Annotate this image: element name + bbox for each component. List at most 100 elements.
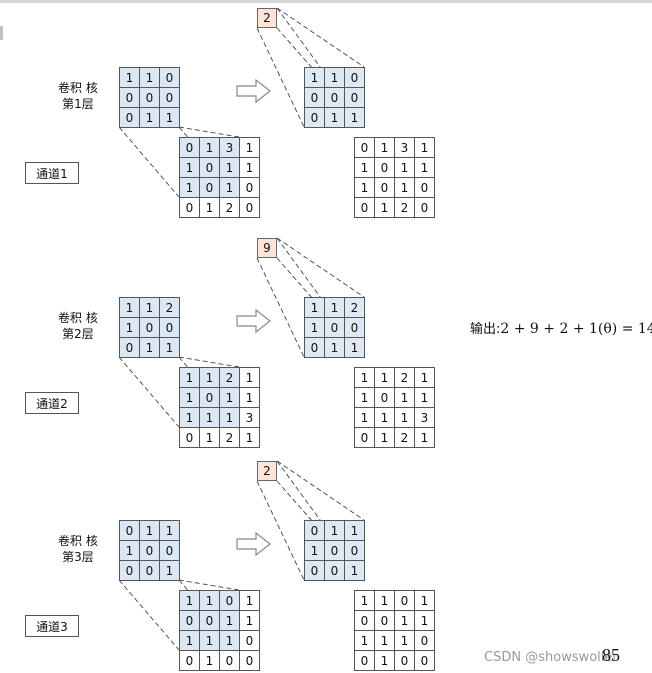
channel-1-kernel-grid-cell-r2c0: 0 bbox=[120, 108, 140, 128]
channel-3-input-grid-cell-r2c2: 1 bbox=[220, 631, 240, 651]
channel-1-kernel-grid-cell-r0c2: 0 bbox=[160, 68, 180, 88]
channel-3-kernel-grid-cell-r1c0: 1 bbox=[120, 541, 140, 561]
channel-2-kernel-grid-cell-r2c0: 0 bbox=[120, 338, 140, 358]
channel-2-input-grid-cell-r2c3: 3 bbox=[240, 408, 260, 428]
channel-1-kernel-grid-right-cell-r2c1: 1 bbox=[325, 108, 345, 128]
channel-1-kernel-proj-left bbox=[118, 126, 180, 198]
channel-3-kernel-proj-top bbox=[178, 579, 240, 591]
channel-3-input-grid-right-cell-r3c1: 1 bbox=[375, 651, 395, 671]
channel-1-input-grid-cell-r3c0: 0 bbox=[180, 198, 200, 218]
channel-1-output-value: 2 bbox=[257, 8, 277, 28]
channel-3-input-grid-cell-r3c0: 0 bbox=[180, 651, 200, 671]
channel-1-input-grid-right-cell-r1c3: 1 bbox=[415, 158, 435, 178]
output-formula-label: 输出: bbox=[470, 322, 501, 337]
channel-2-input-grid-cell-r1c0: 1 bbox=[180, 388, 200, 408]
channel-2-input-grid-cell-r0c1: 1 bbox=[200, 368, 220, 388]
channel-2-input-grid-cell-r3c3: 1 bbox=[240, 428, 260, 448]
channel-2-kernel-grid-right-cell-r0c0: 1 bbox=[305, 298, 325, 318]
channel-2-kernel-grid-cell-r1c0: 1 bbox=[120, 318, 140, 338]
channel-1-input-grid-right-cell-r2c0: 1 bbox=[355, 178, 375, 198]
channel-2-input-grid-right-cell-r2c1: 1 bbox=[375, 408, 395, 428]
channel-3-kernel-grid-cell-r2c1: 0 bbox=[140, 561, 160, 581]
channel-2-input-grid-right-cell-r0c2: 2 bbox=[395, 368, 415, 388]
channel-3-input-grid-right-cell-r2c1: 1 bbox=[375, 631, 395, 651]
channel-1-kernel-grid-cell-r1c1: 0 bbox=[140, 88, 160, 108]
channel-1-input-grid-cell-r3c1: 1 bbox=[200, 198, 220, 218]
channel-3-input-grid-right-cell-r1c3: 1 bbox=[415, 611, 435, 631]
channel-1-input-grid-right-cell-r0c3: 1 bbox=[415, 138, 435, 158]
channel-2-input-grid-cell-r3c0: 0 bbox=[180, 428, 200, 448]
channel-2-kernel-grid-cell-r1c1: 0 bbox=[140, 318, 160, 338]
channel-3-kernel-grid-cell-r0c0: 0 bbox=[120, 521, 140, 541]
channel-2-input-grid-right-cell-r0c1: 1 bbox=[375, 368, 395, 388]
channel-1-kernel-grid-right-cell-r0c2: 0 bbox=[345, 68, 365, 88]
channel-2-input-grid-right-cell-r2c3: 3 bbox=[415, 408, 435, 428]
channel-2-input-grid-right-cell-r0c3: 1 bbox=[415, 368, 435, 388]
channel-1-kernel-grid-cell-r2c2: 1 bbox=[160, 108, 180, 128]
channel-3-kernel-grid-cell-r1c1: 0 bbox=[140, 541, 160, 561]
channel-2-input-grid-right-cell-r2c2: 1 bbox=[395, 408, 415, 428]
channel-2-input-grid-cell-r0c2: 2 bbox=[220, 368, 240, 388]
channel-3-kernel-grid-right-cell-r1c2: 0 bbox=[345, 541, 365, 561]
channel-2-kernel-grid-right-cell-r1c0: 1 bbox=[305, 318, 325, 338]
channel-2-input-grid-cell-r1c3: 1 bbox=[240, 388, 260, 408]
channel-3-input-grid-right-cell-r3c0: 0 bbox=[355, 651, 375, 671]
channel-3-input-grid-right-cell-r0c1: 1 bbox=[375, 591, 395, 611]
channel-3-input-grid-right-cell-r3c3: 0 bbox=[415, 651, 435, 671]
channel-2-kernel-grid-cell-r0c1: 1 bbox=[140, 298, 160, 318]
channel-1-input-grid-right-cell-r2c2: 1 bbox=[395, 178, 415, 198]
channel-1-kernel-grid-cell-r0c0: 1 bbox=[120, 68, 140, 88]
channel-2-input-grid-cell-r3c2: 2 bbox=[220, 428, 240, 448]
channel-1-input-grid-cell-r3c2: 2 bbox=[220, 198, 240, 218]
channel-3-input-grid-cell-r2c1: 1 bbox=[200, 631, 220, 651]
channel-2-input-grid-cell-r0c3: 1 bbox=[240, 368, 260, 388]
channel-3-input-grid-cell-r2c3: 0 bbox=[240, 631, 260, 651]
channel-2-input-grid-right-cell-r3c2: 2 bbox=[395, 428, 415, 448]
channel-1-input-grid-right-cell-r0c0: 0 bbox=[355, 138, 375, 158]
channel-3-kernel-grid-right-cell-r2c2: 1 bbox=[345, 561, 365, 581]
channel-3-arrow-icon bbox=[236, 531, 271, 557]
channel-3-kernel-grid-cell-r1c2: 0 bbox=[160, 541, 180, 561]
channel-3-kernel-label-line-1: 卷积 核 bbox=[58, 534, 98, 548]
channel-1-input-grid-cell-r0c1: 1 bbox=[200, 138, 220, 158]
channel-2-input-grid-right-cell-r3c3: 1 bbox=[415, 428, 435, 448]
channel-2-kernel-grid-right-cell-r2c0: 0 bbox=[305, 338, 325, 358]
channel-1-input-grid-right-cell-r1c0: 1 bbox=[355, 158, 375, 178]
channel-3-output-proj-top bbox=[276, 460, 365, 521]
channel-3-input-grid-cell-r1c2: 1 bbox=[220, 611, 240, 631]
channel-1-input-grid-cell-r2c0: 1 bbox=[180, 178, 200, 198]
channel-2-kernel-grid-right-cell-r1c1: 0 bbox=[325, 318, 345, 338]
page-number: 85 bbox=[602, 645, 620, 665]
channel-1-kernel-label: 卷积 核第1层 bbox=[58, 80, 98, 112]
channel-3-input-grid-cell-r3c2: 0 bbox=[220, 651, 240, 671]
channel-2-label-box: 通道2 bbox=[25, 392, 79, 414]
channel-1-input-grid-right-cell-r3c2: 2 bbox=[395, 198, 415, 218]
channel-3-input-grid-cell-r0c3: 1 bbox=[240, 591, 260, 611]
channel-2-kernel-grid-right-cell-r0c2: 2 bbox=[345, 298, 365, 318]
channel-3-input-grid-right-cell-r1c0: 0 bbox=[355, 611, 375, 631]
channel-2-kernel-grid-cell-r2c2: 1 bbox=[160, 338, 180, 358]
channel-2-output-value: 9 bbox=[257, 238, 277, 258]
channel-1-input-grid-right-cell-r0c1: 1 bbox=[375, 138, 395, 158]
channel-3-input-grid-cell-r3c3: 0 bbox=[240, 651, 260, 671]
channel-2-input-grid-right-cell-r1c0: 1 bbox=[355, 388, 375, 408]
channel-3-kernel-label-line-2: 第3层 bbox=[62, 550, 94, 564]
channel-3-kernel-label: 卷积 核第3层 bbox=[58, 533, 98, 565]
csdn-watermark: CSDN @showswoller bbox=[484, 650, 618, 665]
channel-2-input-grid-right-cell-r3c0: 0 bbox=[355, 428, 375, 448]
channel-2-kernel-grid-right-cell-r2c2: 1 bbox=[345, 338, 365, 358]
channel-1-kernel-grid-right-cell-r1c0: 0 bbox=[305, 88, 325, 108]
channel-1-input-grid-right-cell-r1c1: 0 bbox=[375, 158, 395, 178]
output-formula-expression: 2 + 9 + 2 + 1(θ) = 14 bbox=[500, 321, 652, 337]
channel-1-input-grid-cell-r2c1: 0 bbox=[200, 178, 220, 198]
channel-3-input-grid-right-cell-r2c0: 1 bbox=[355, 631, 375, 651]
channel-3-input-grid-cell-r1c1: 0 bbox=[200, 611, 220, 631]
channel-2-input-grid-right-cell-r0c0: 1 bbox=[355, 368, 375, 388]
